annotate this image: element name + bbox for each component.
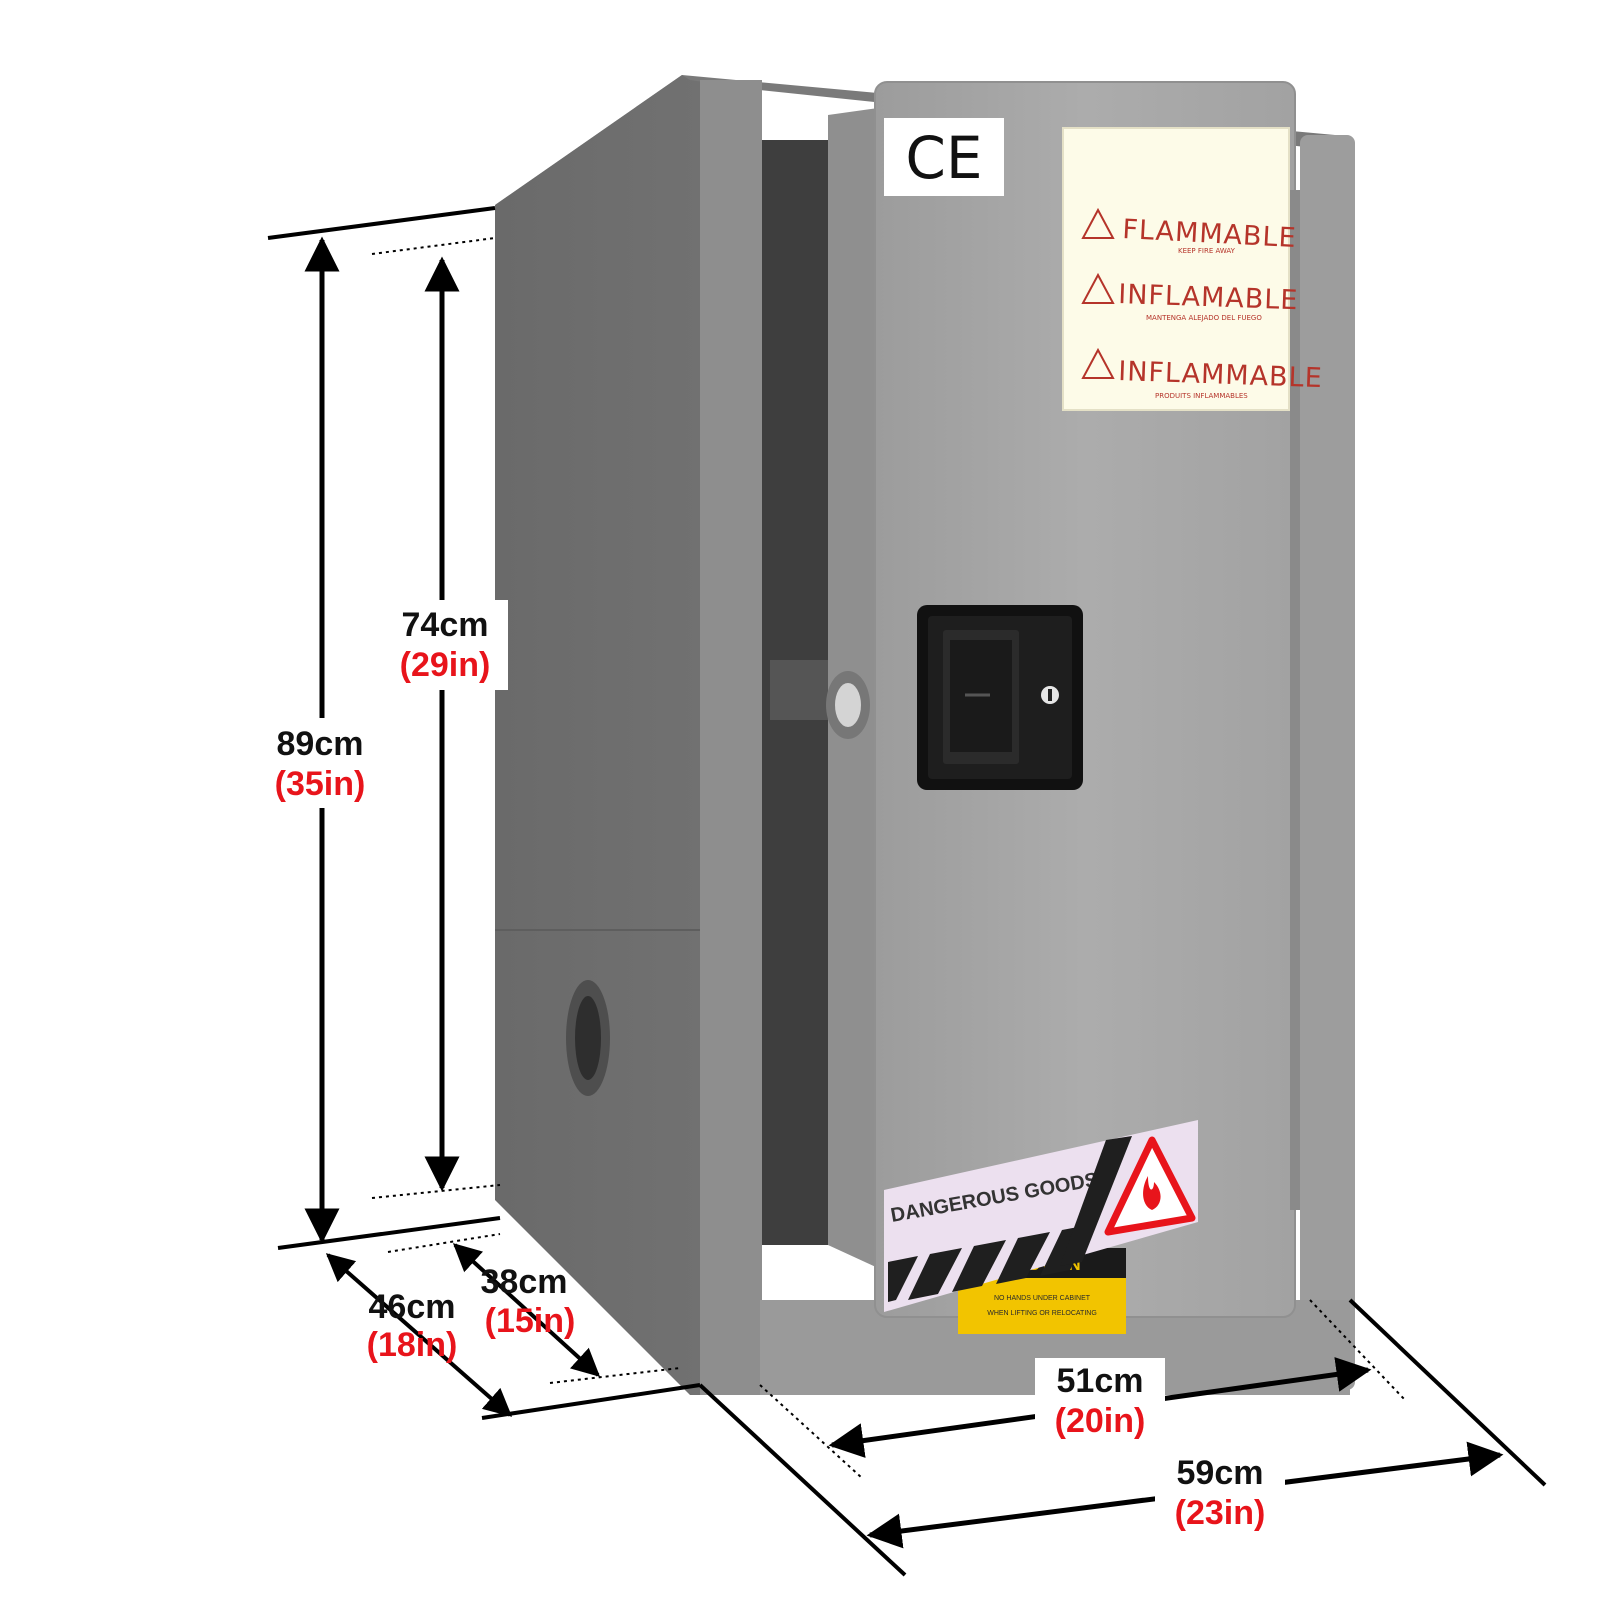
dim-overall-depth-cm: 46cm xyxy=(369,1288,456,1326)
warning-line-1-sub: KEEP FIRE AWAY xyxy=(1178,247,1236,255)
door-hinge xyxy=(1290,190,1300,1210)
dim-overall-height-in: (35in) xyxy=(275,765,366,803)
warning-line-2: INFLAMABLE xyxy=(1118,279,1299,316)
dim-overall-width: 59cm (23in) xyxy=(1175,1454,1266,1532)
dim-interior-width: 51cm (20in) xyxy=(1055,1362,1146,1440)
ce-mark: CE xyxy=(905,124,982,192)
dim-overall-depth: 46cm (18in) xyxy=(367,1288,458,1364)
dangerous-goods-label: DANGEROUS GOODS xyxy=(884,1120,1198,1312)
caution-line-2: WHEN LIFTING OR RELOCATING xyxy=(987,1310,1097,1317)
dim-interior-width-in: (20in) xyxy=(1055,1402,1146,1440)
dim-interior-width-cm: 51cm xyxy=(1057,1362,1144,1400)
hazard-stripes xyxy=(888,1136,1132,1302)
flammable-hazard-icon xyxy=(1104,1136,1196,1236)
dim-interior-height-in: (29in) xyxy=(400,646,491,684)
fire-warning-icon xyxy=(1081,207,1115,239)
lock-icon xyxy=(1041,686,1059,704)
door-knob xyxy=(826,671,870,739)
dim-interior-depth-in: (15in) xyxy=(485,1302,576,1340)
warning-line-3: INFLAMMABLE xyxy=(1118,356,1323,394)
warning-line-3-sub: PRODUITS INFLAMMABLES xyxy=(1155,392,1248,400)
paddle-latch-handle xyxy=(917,605,1083,790)
dim-interior-depth: 38cm (15in) xyxy=(481,1263,576,1340)
cabinet-side-panel xyxy=(495,75,760,1395)
dim-interior-height-cm: 74cm xyxy=(402,606,489,644)
dim-interior-depth-cm: 38cm xyxy=(481,1263,568,1301)
ce-mark-label: CE xyxy=(884,118,1004,196)
cabinet-front-frame-left xyxy=(700,80,762,1395)
fire-warning-icon xyxy=(1081,272,1115,304)
fire-warning-icon xyxy=(1081,347,1115,379)
flammable-warning-label: FLAMMABLE KEEP FIRE AWAY INFLAMABLE MANT… xyxy=(1062,127,1323,411)
dim-overall-width-cm: 59cm xyxy=(1177,1454,1264,1492)
dim-interior-height: 74cm (29in) xyxy=(400,606,491,684)
dim-overall-height-cm: 89cm xyxy=(277,725,364,763)
caution-line-1: NO HANDS UNDER CABINET xyxy=(994,1295,1091,1302)
side-vent-fitting xyxy=(566,980,610,1096)
dim-overall-width-in: (23in) xyxy=(1175,1494,1266,1532)
dim-overall-height: 89cm (35in) xyxy=(275,725,366,803)
warning-line-2-sub: MANTENGA ALEJADO DEL FUEGO xyxy=(1146,314,1262,322)
cabinet-front-frame-right xyxy=(1300,135,1355,1390)
dim-overall-depth-in: (18in) xyxy=(367,1326,458,1364)
